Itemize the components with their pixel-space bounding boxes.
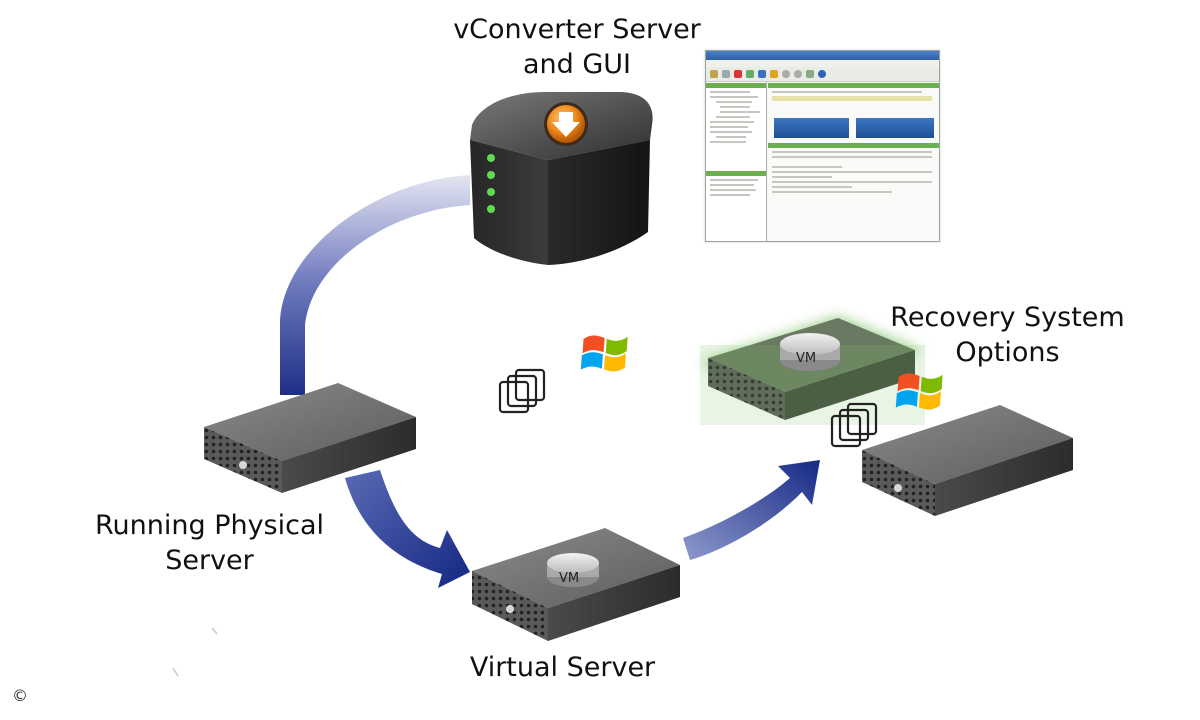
label-recovery-options: Recovery System Options [890, 300, 1125, 370]
vm-disk-icon [547, 553, 599, 587]
label-line: Options [955, 337, 1060, 368]
label-running-physical-server: Running Physical Server [92, 508, 327, 578]
arc-connector-left [280, 175, 470, 395]
label-line: Running Physical [94, 510, 325, 541]
virtual-server [472, 528, 680, 641]
recovery-physical-server [862, 405, 1073, 516]
vm-badge-virtual: VM [559, 571, 580, 586]
label-line: Server [165, 545, 254, 576]
label-line: Virtual Server [469, 652, 656, 683]
label-vconverter-server: vConverter Server and GUI [452, 12, 702, 82]
label-line: and GUI [522, 49, 632, 80]
vconverter-server-cube [470, 92, 653, 265]
gui-titlebar [706, 51, 939, 60]
status-led-1 [487, 154, 495, 162]
arrow-virtual-to-recovery [683, 460, 820, 560]
vm-badge-recovery: VM [796, 351, 817, 366]
download-arrow-icon [544, 102, 588, 146]
vmware-logo-icon [498, 368, 546, 414]
recovery-vm-server [700, 316, 925, 425]
running-physical-server [204, 383, 416, 493]
copyright-symbol: © [12, 686, 28, 705]
gui-toolbar [706, 67, 939, 82]
status-led-4 [487, 205, 495, 213]
label-line: vConverter Server [453, 14, 701, 45]
status-led-2 [487, 171, 495, 179]
arrow-physical-to-virtual [345, 470, 470, 588]
vmware-logo-icon [830, 402, 878, 448]
label-virtual-server: Virtual Server [450, 650, 675, 685]
gui-detail-pane [768, 82, 939, 241]
windows-logo-icon [895, 373, 943, 410]
windows-logo-icon [580, 335, 628, 372]
vm-disk-icon [780, 333, 840, 371]
vconverter-gui-screenshot [705, 50, 940, 242]
gui-tree-pane [706, 82, 767, 241]
status-led-3 [487, 188, 495, 196]
label-line: Recovery System [890, 302, 1125, 333]
decorative-mark [172, 667, 179, 677]
decorative-mark [211, 627, 218, 635]
gui-menubar [706, 60, 939, 67]
